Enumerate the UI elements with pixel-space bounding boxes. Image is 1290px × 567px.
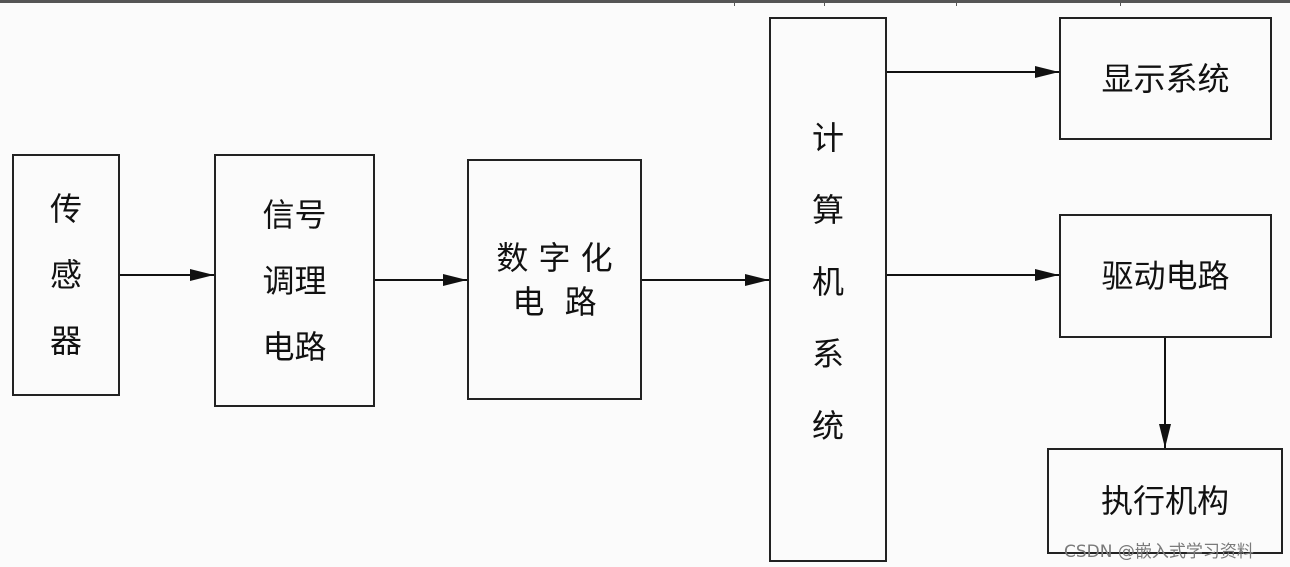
conditioning-circuit-box: 信号 调理 电路 <box>214 154 375 407</box>
actuator-box: 执行机构 <box>1047 448 1283 554</box>
top-tick <box>824 0 825 6</box>
computer-system-box: 计 算 机 系 统 <box>769 17 887 562</box>
computer-label-char: 算 <box>811 190 844 229</box>
top-border-line <box>0 0 1290 3</box>
conditioning-label-line: 电路 <box>262 327 327 366</box>
top-tick <box>956 0 957 6</box>
digitizing-label-line: 电 路 <box>512 282 597 321</box>
display-system-label: 显示系统 <box>1101 59 1230 98</box>
conditioning-label-line: 信号 <box>262 195 327 234</box>
sensor-label-char: 传 <box>49 190 82 228</box>
driver-circuit-label: 驱动电路 <box>1101 257 1230 295</box>
conditioning-label-line: 调理 <box>262 261 327 300</box>
sensor-label-char: 感 <box>49 256 82 294</box>
digitizing-label-line: 数 字 化 <box>496 238 613 277</box>
computer-label-char: 统 <box>811 406 844 445</box>
sensor-label-char: 器 <box>49 322 82 360</box>
driver-circuit-box: 驱动电路 <box>1059 214 1272 338</box>
computer-label-char: 系 <box>811 334 844 373</box>
top-tick <box>1120 0 1121 6</box>
digitizing-circuit-box: 数 字 化 电 路 <box>467 159 642 400</box>
computer-label-char: 计 <box>811 118 844 157</box>
watermark-text: CSDN @嵌入式学习资料 <box>1064 542 1254 562</box>
actuator-label: 执行机构 <box>1100 482 1229 520</box>
computer-label-char: 机 <box>811 262 844 301</box>
top-tick <box>734 0 735 6</box>
sensor-box: 传 感 器 <box>12 154 120 396</box>
display-system-box: 显示系统 <box>1059 17 1272 140</box>
